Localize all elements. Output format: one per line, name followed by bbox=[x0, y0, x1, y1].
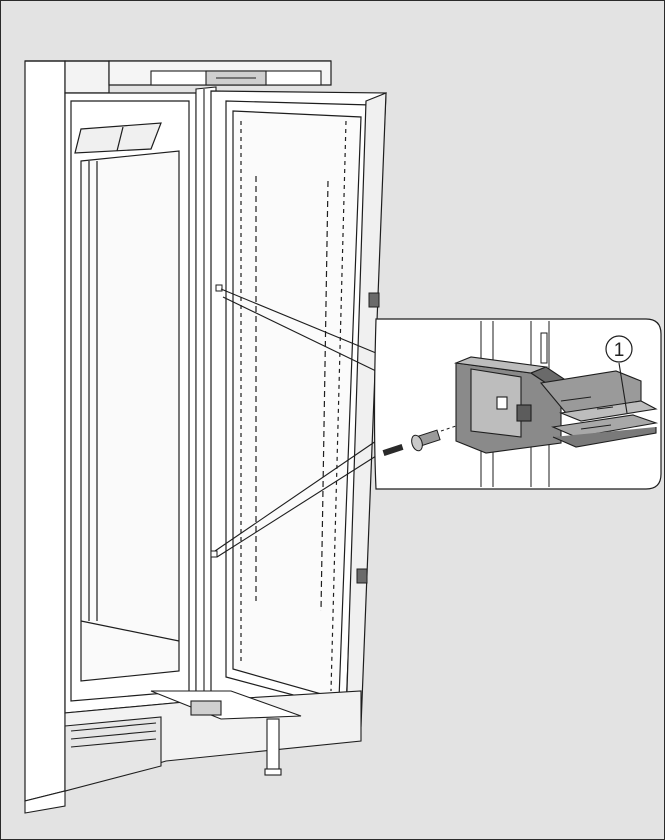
door-bracket-lower bbox=[356, 568, 368, 584]
appliance-body bbox=[64, 92, 197, 714]
dowel bbox=[382, 444, 404, 456]
screw-hole-lower bbox=[210, 550, 218, 558]
plinth bbox=[24, 690, 362, 814]
furniture-door bbox=[210, 90, 387, 727]
top-hinge bbox=[150, 70, 322, 86]
door-bracket-upper bbox=[368, 292, 380, 308]
detail-pointer-lines bbox=[214, 288, 377, 558]
mounting-bracket-part bbox=[453, 356, 659, 454]
callout-1: 1 bbox=[605, 335, 633, 414]
screw-hole-upper bbox=[215, 284, 223, 292]
callout-number: 1 bbox=[614, 340, 625, 361]
